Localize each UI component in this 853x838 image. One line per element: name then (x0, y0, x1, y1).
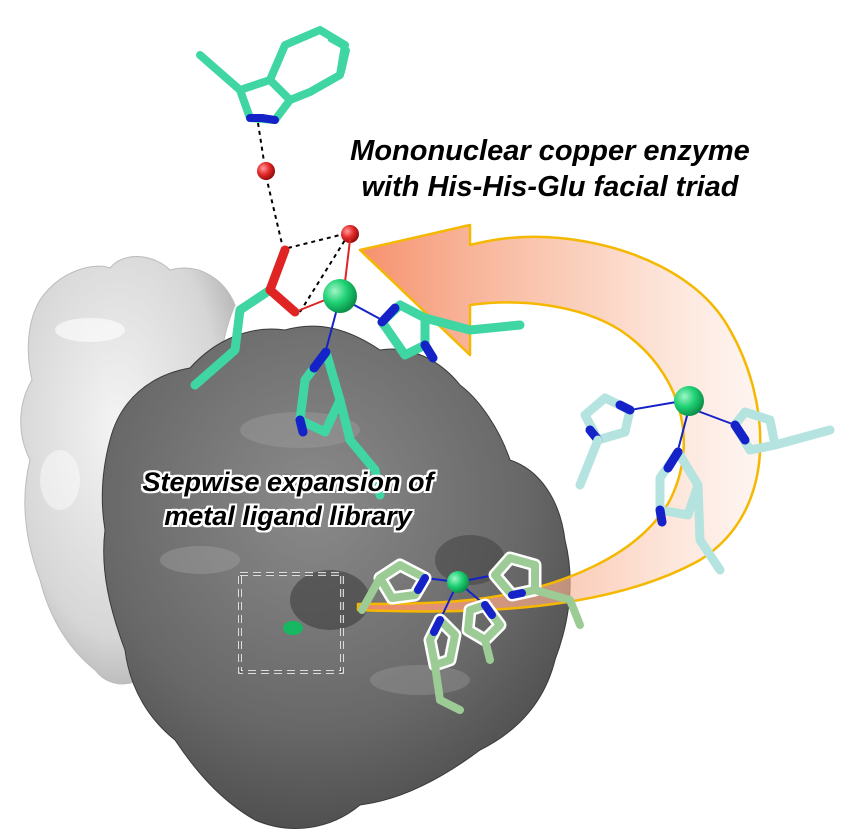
water-oxygen-sphere (257, 162, 275, 180)
buried-metal-site (283, 621, 303, 635)
surface-shadow (290, 570, 370, 630)
subtitle-line-2: metal ligand library (164, 501, 412, 531)
figure-title: Mononuclear copper enzyme with His-His-G… (300, 133, 800, 205)
surface-highlight (370, 665, 470, 695)
copper-ion-sphere (447, 571, 469, 593)
subtitle-line-1: Stepwise expansion of (142, 467, 434, 497)
title-line-2: with His-His-Glu facial triad (361, 171, 739, 203)
title-line-1: Mononuclear copper enzyme (350, 135, 750, 167)
hydrogen-bond-network (257, 122, 359, 313)
figure-subtitle: Stepwise expansion of metal ligand libra… (88, 465, 488, 533)
copper-ion-sphere (323, 279, 357, 313)
protein-surface (20, 255, 571, 829)
copper-ion-sphere (674, 386, 704, 416)
active-site-box (238, 572, 344, 674)
tryptophan-indole (196, 26, 350, 124)
three-his-site (575, 386, 835, 575)
water-oxygen-sphere (341, 225, 359, 243)
native-copper-site (190, 239, 525, 500)
surface-highlight (55, 318, 125, 342)
four-his-site (358, 551, 584, 714)
surface-highlight (160, 546, 240, 574)
surface-highlight (40, 450, 80, 510)
